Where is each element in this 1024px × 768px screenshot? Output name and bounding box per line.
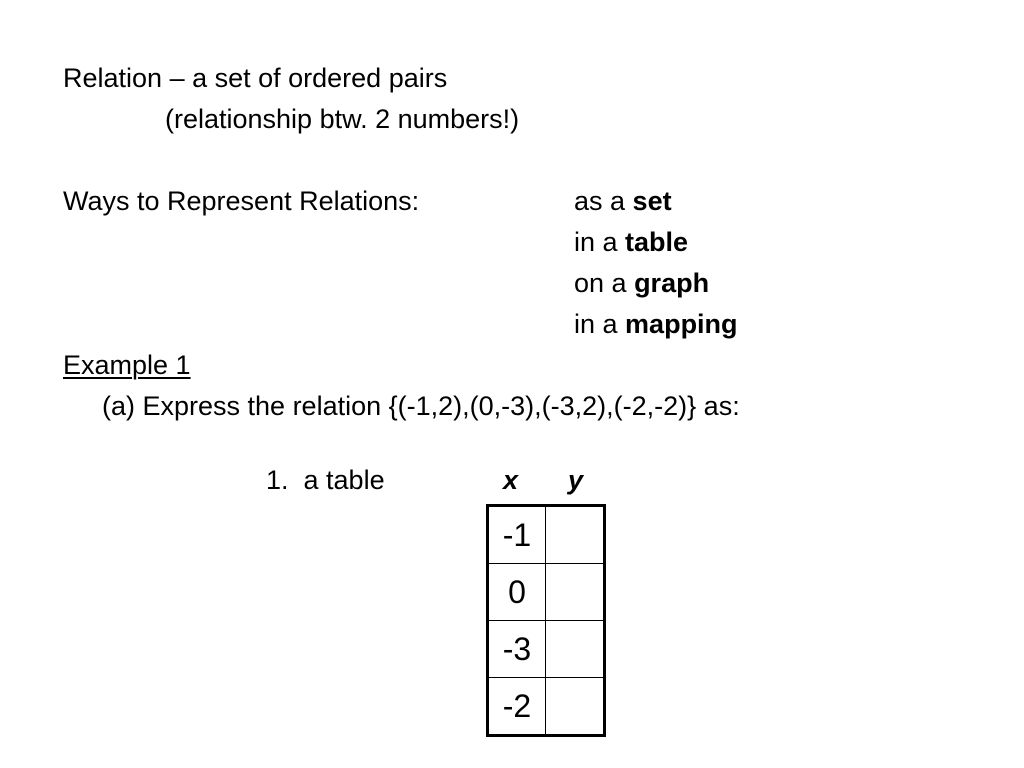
relation-definition: Relation – a set of ordered pairs (63, 63, 448, 93)
xy-table: -1 0 -3 -2 (486, 504, 606, 737)
way-item-term: graph (634, 268, 710, 298)
column-header-y: y (568, 465, 584, 495)
example-title: Example 1 (63, 350, 191, 380)
way-item-prefix: in a (574, 227, 626, 257)
example-item-label: 1. a table (266, 465, 385, 495)
y-cell (545, 620, 605, 678)
way-item-term: table (625, 227, 689, 257)
way-item-mapping: in a mapping (574, 311, 738, 338)
way-item-set: as a set (574, 188, 672, 215)
way-item-term: set (632, 186, 672, 216)
x-cell: -1 (487, 505, 546, 564)
example-part-a: (a) Express the relation {(-1,2),(0,-3),… (102, 391, 740, 421)
way-item-graph: on a graph (574, 270, 709, 297)
y-cell (545, 677, 605, 736)
way-item-table: in a table (574, 229, 688, 256)
table-row: 0 (487, 563, 605, 621)
way-item-prefix: on a (574, 268, 635, 298)
x-cell: -3 (487, 620, 546, 678)
x-cell: -2 (487, 677, 546, 736)
y-cell (545, 505, 605, 564)
way-item-prefix: as a (574, 186, 633, 216)
way-item-prefix: in a (574, 309, 626, 339)
x-cell: 0 (487, 563, 546, 621)
table-row: -1 (487, 505, 605, 564)
y-cell (545, 563, 605, 621)
way-item-term: mapping (625, 309, 738, 339)
ways-heading: Ways to Represent Relations: (63, 186, 420, 216)
table-row: -3 (487, 620, 605, 678)
table-row: -2 (487, 677, 605, 736)
column-header-x: x (503, 465, 519, 495)
relation-note: (relationship btw. 2 numbers!) (165, 104, 520, 134)
